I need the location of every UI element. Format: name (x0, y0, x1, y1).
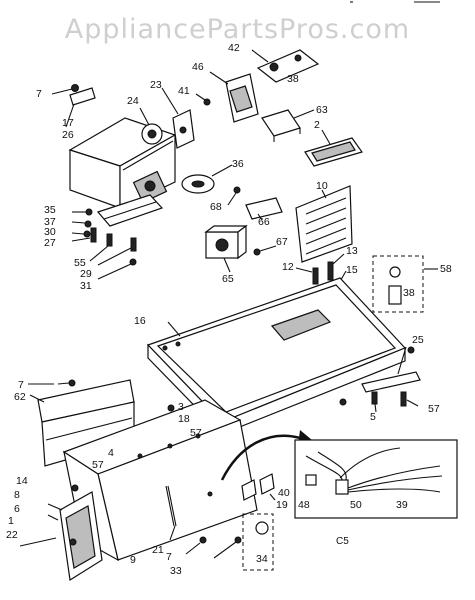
knob-parts (185, 473, 276, 571)
callout-label: 14 (16, 475, 28, 487)
callout-label: 63 (316, 104, 328, 116)
callout-label: 36 (232, 158, 244, 170)
thermal-fuse-kit (372, 255, 438, 313)
callout-label: 35 (44, 204, 56, 216)
timer-motor (139, 107, 163, 145)
callout-label: 37 (44, 216, 56, 228)
callout-label: 39 (396, 499, 408, 511)
idler-arm (227, 186, 283, 221)
screw-parts (51, 84, 137, 280)
callout-label: 9 (130, 554, 136, 566)
callout-label: 19 (276, 499, 288, 511)
control-panel-insert (295, 185, 353, 263)
callout-label: 25 (412, 334, 424, 346)
callout-label: 29 (80, 268, 92, 280)
callout-label: 16 (134, 315, 146, 327)
callout-label: 33 (170, 565, 182, 577)
callout-label: 13 (346, 245, 358, 257)
callout-label: 65 (222, 273, 234, 285)
watermark: AppliancePartsPros.com (64, 14, 411, 45)
callout-label: 7 (36, 88, 42, 100)
callout-label: 5 (370, 411, 376, 423)
callout-label: 57 (92, 459, 104, 471)
callout-label: 50 (350, 499, 362, 511)
callout-label: 8 (14, 489, 20, 501)
callout-label: 10 (316, 180, 328, 192)
callout-label: 24 (127, 95, 139, 107)
callout-label: 38 (403, 287, 415, 299)
callout-label: 21 (152, 544, 164, 556)
callout-label: 46 (192, 61, 204, 73)
access-door (304, 129, 363, 167)
pulley-wheel (181, 164, 233, 194)
callout-label: 6 (14, 503, 20, 515)
callout-label: 42 (228, 42, 240, 54)
callout-label: 7 (166, 551, 172, 563)
callout-label: 15 (346, 264, 358, 276)
control-bracket (209, 71, 259, 123)
callout-label: 1 (8, 515, 14, 527)
thermostat-assembly (251, 49, 320, 83)
callout-label: 12 (282, 261, 294, 273)
callout-label: 7 (18, 379, 24, 391)
callout-label: 38 (287, 73, 299, 85)
wiring-harness-box (294, 439, 458, 519)
callout-label: 18 (178, 413, 190, 425)
callout-label: 58 (440, 263, 452, 275)
callout-label: 2 (314, 119, 320, 131)
cover-plate (69, 87, 96, 106)
diagram-code: C5 (336, 536, 349, 547)
callout-label: 26 (62, 129, 74, 141)
callout-label: 66 (258, 216, 270, 228)
callout-label: 67 (276, 236, 288, 248)
callout-label: 40 (278, 487, 290, 499)
callout-label: 30 (44, 226, 56, 238)
callout-label: 22 (6, 529, 18, 541)
callout-label: 55 (74, 257, 86, 269)
callout-label: 3 (178, 401, 184, 413)
callout-label: 62 (14, 391, 26, 403)
mounting-bracket (96, 194, 164, 227)
callout-label: 4 (108, 447, 114, 459)
callout-label: 23 (150, 79, 162, 91)
relay-box (261, 109, 315, 142)
drive-motor (204, 224, 277, 273)
callout-label: 57 (428, 403, 440, 415)
callout-label: 34 (256, 553, 268, 565)
end-cap (19, 484, 103, 581)
hinge-strip (339, 346, 421, 413)
callout-labels: 7 17 26 24 23 41 46 42 38 63 2 36 68 66 … (6, 42, 452, 577)
callout-label: 41 (178, 85, 190, 97)
top-panel (146, 277, 415, 436)
switch-module (161, 87, 211, 149)
callout-label: 17 (62, 117, 74, 129)
callout-label: 31 (80, 280, 92, 292)
callout-label: 68 (210, 201, 222, 213)
callout-label: 27 (44, 237, 56, 249)
callout-label: 57 (190, 427, 202, 439)
callout-label: 48 (298, 499, 310, 511)
